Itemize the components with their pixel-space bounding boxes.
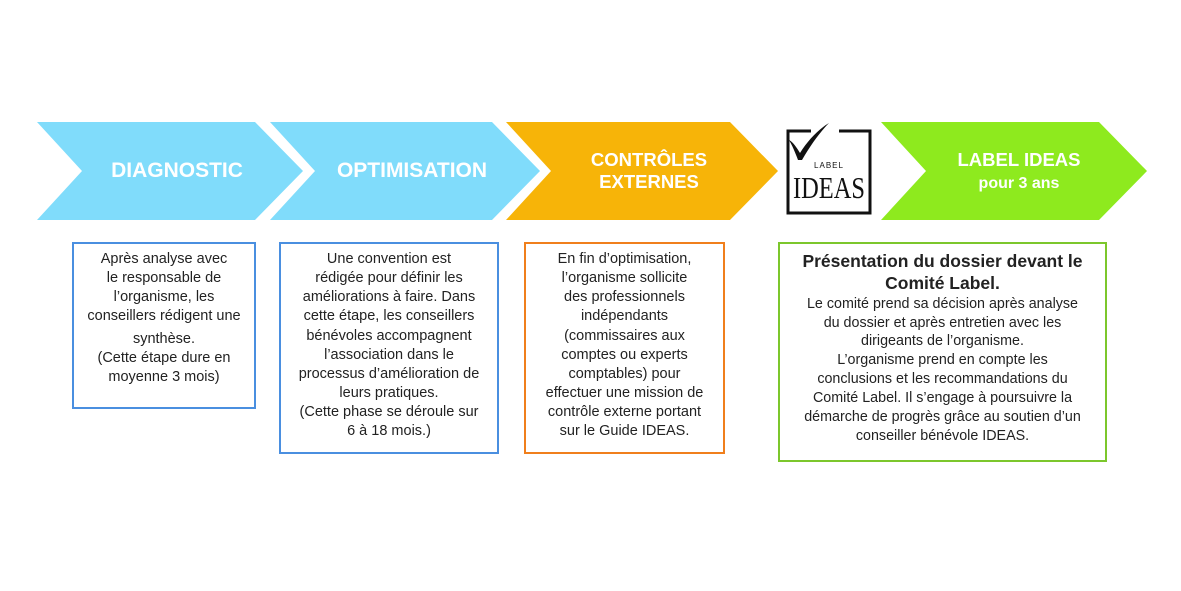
label-box-title: Présentation du dossier devant le	[802, 251, 1083, 271]
step-label-chevron: LABEL IDEAS pour 3 ans	[881, 122, 1147, 220]
logo-small-text: LABEL	[814, 161, 844, 170]
chevron-shape	[506, 122, 778, 220]
step-controles-label: CONTRÔLES EXTERNES	[590, 148, 708, 192]
label-box-title: Comité Label.	[885, 272, 1000, 293]
optimisation-description-box: Une convention est rédigée pour définir …	[279, 242, 499, 454]
step-diagnostic-chevron: DIAGNOSTIC	[37, 122, 303, 220]
controles-description-box: En fin d’optimisation, l’organisme solli…	[524, 242, 725, 454]
step-label-label: LABEL IDEAS pour 3 ans	[957, 148, 1081, 192]
step-controles-chevron: CONTRÔLES EXTERNES	[506, 122, 778, 220]
chevron-shape	[881, 122, 1147, 220]
label-description-box: Présentation du dossier devant le Comité…	[778, 242, 1107, 462]
chevron-shape	[270, 122, 540, 220]
label-ideas-logo: LABEL IDEAS	[783, 122, 873, 216]
checkmark-icon	[789, 123, 829, 160]
step-optimisation-label: OPTIMISATION	[336, 159, 488, 183]
logo-big-text: IDEAS	[793, 170, 865, 205]
chevron-shape	[37, 122, 303, 220]
logo-frame: LABEL IDEAS	[786, 123, 872, 215]
step-diagnostic-label: DIAGNOSTIC	[111, 159, 243, 183]
step-optimisation-chevron: OPTIMISATION	[270, 122, 540, 220]
diagnostic-description-box: Après analyse avec le responsable de l’o…	[72, 242, 256, 409]
